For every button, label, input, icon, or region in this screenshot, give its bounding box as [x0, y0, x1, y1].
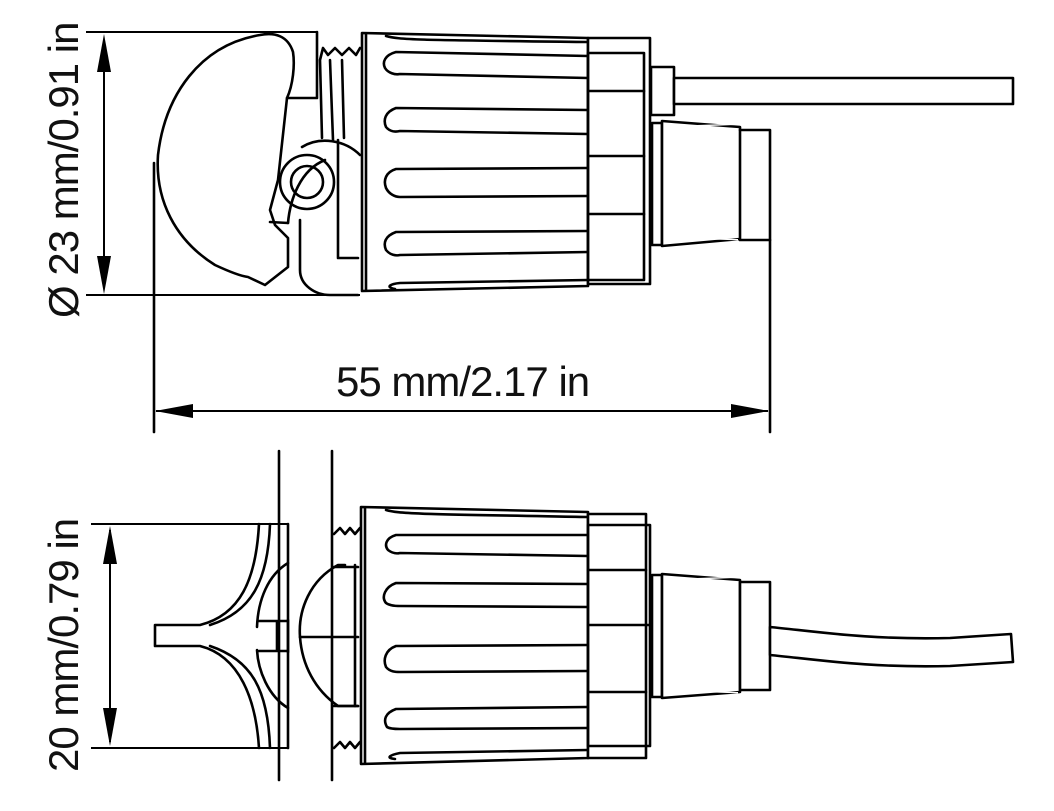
coupling-nut [360, 31, 590, 293]
height-label: 20 mm/0.79 in [40, 519, 87, 772]
bottom-view: 20 mm/0.79 in [40, 449, 1015, 782]
height-dimension: 20 mm/0.79 in [40, 519, 288, 772]
strain-relief-knurled-bottom [650, 572, 772, 700]
bulkhead-panel [277, 449, 334, 782]
pivot-hinge [278, 138, 362, 297]
diameter-dimension: Ø 23 mm/0.91 in [40, 23, 360, 318]
top-cable [649, 65, 1015, 117]
diameter-label: Ø 23 mm/0.91 in [40, 23, 87, 318]
latch-lever [152, 30, 319, 434]
thread [318, 46, 362, 142]
bottom-cable [768, 625, 1015, 668]
rear-housing [586, 36, 652, 286]
coupling-nut-bottom [359, 505, 590, 766]
latch-front [153, 522, 290, 750]
strain-relief-knurled-top [650, 119, 772, 434]
length-label: 55 mm/2.17 in [336, 358, 589, 405]
top-view: Ø 23 mm/0.91 in [40, 23, 1015, 434]
length-dimension: 55 mm/2.17 in [155, 358, 769, 418]
dome-and-thread [298, 526, 362, 750]
rear-housing-bottom [586, 512, 652, 760]
